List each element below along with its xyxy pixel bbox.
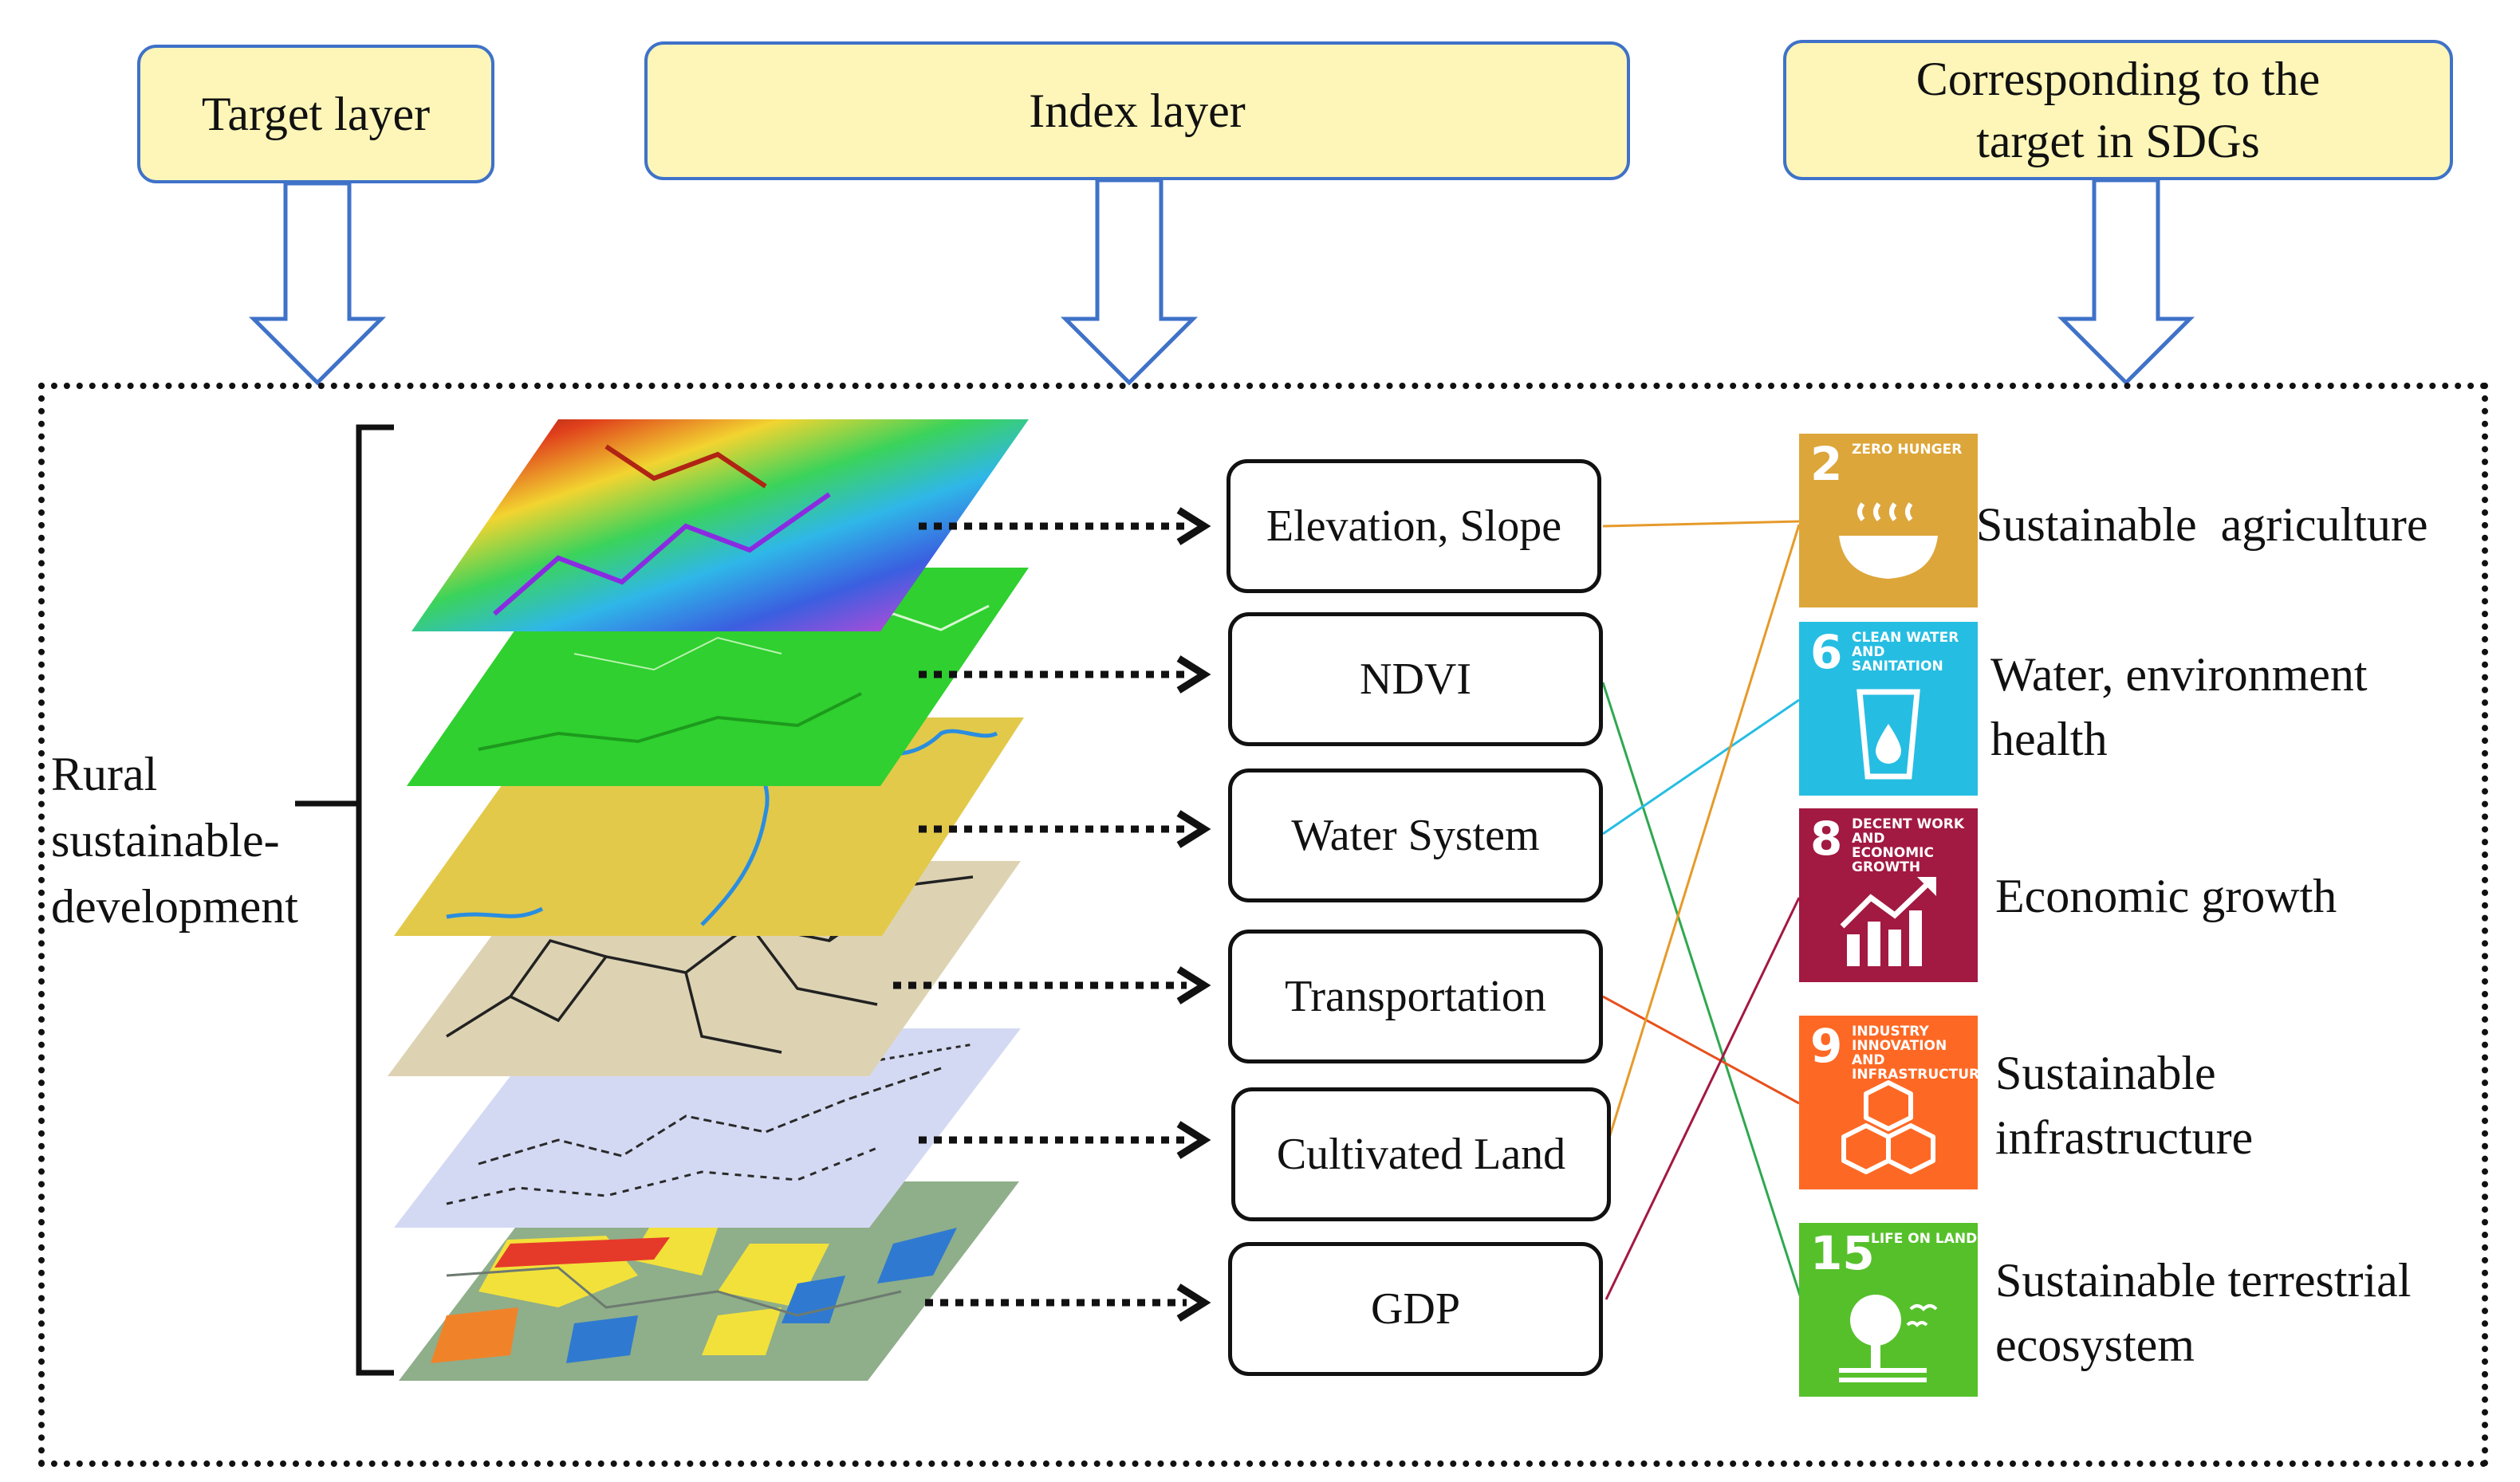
tree-icon [1839,1295,1938,1382]
goal-line1: Sustainable terrestrial [1995,1254,2412,1307]
arrow-head-icon [1176,655,1211,694]
goal-label-sustainable-terrestrial-ecosystem: Sustainable terrestrial ecosystem [1995,1248,2411,1378]
growth-chart-icon [1840,877,1936,966]
sdg-title: Life on land [1871,1231,1978,1247]
rural-label-line2: sustainable- [51,813,280,867]
sdg-number: 2 [1810,437,1843,491]
sdg-header-line2: target in SDGs [1976,115,2260,167]
goal-label-economic-growth: Economic growth [1995,864,2337,929]
index-label: GDP [1370,1284,1461,1334]
goal-line2: infrastructure [1995,1111,2254,1164]
goal-line1: Sustainable agriculture [1976,498,2428,551]
sdg-title: Clean water and sanitation [1852,630,1959,674]
sdg-tile-2: 2 Zero hunger [1799,434,1978,607]
sdg-target-header: Corresponding to the target in SDGs [1783,40,2453,180]
sdg-tile-15: 15 Life on land [1799,1223,1978,1397]
sdg-tile-6: 6 Clean water and sanitation [1799,622,1978,796]
index-label: Water System [1291,811,1540,860]
sdg-number: 6 [1810,625,1843,679]
bowl-icon [1839,502,1938,579]
arrow-head-icon [1176,507,1211,545]
sdg-title: Zero hunger [1852,442,1963,458]
target-layer-header: Target layer [137,45,494,183]
goal-line1: Sustainable [1995,1047,2216,1099]
gdp-map-layer [399,1181,1019,1381]
index-label: NDVI [1360,655,1471,704]
sdg-title: Decent work and economic growth [1852,816,1965,875]
cultivated-land-map-layer [394,1028,1021,1228]
down-arrow-icon [1060,178,1199,386]
sdg-header-line1: Corresponding to the [1916,53,2321,105]
index-label: Cultivated Land [1276,1130,1566,1179]
sdg-tile-9: 9 Industry innovation and infrastructure [1799,1016,1989,1189]
index-layer-label: Index layer [1029,85,1246,137]
diagram-frame [38,383,2488,1467]
index-box-transportation: Transportation [1228,930,1603,1063]
sdg-number: 15 [1810,1226,1875,1280]
index-label: Elevation, Slope [1266,501,1562,551]
goal-line2: health [1990,713,2108,765]
sdg-tile-8: 8 Decent work and economic growth [1799,808,1978,982]
goal-label-water-environment-health: Water, environment health [1990,643,2368,772]
arrow-head-icon [1176,810,1211,848]
arrow-head-icon [1176,966,1211,1004]
index-box-water-system: Water System [1228,769,1603,902]
cubes-icon [1841,1080,1935,1174]
index-box-elevation-slope: Elevation, Slope [1227,459,1601,593]
index-label: Transportation [1285,972,1546,1021]
rural-label-line3: development [51,879,298,933]
down-arrow-icon [248,181,387,386]
rural-sustainable-development-label: Rural sustainable- development [51,741,298,939]
goal-label-sustainable-infrastructure: Sustainable infrastructure [1995,1041,2253,1170]
goal-line1: Water, environment [1990,648,2368,701]
sdg-number: 8 [1810,812,1843,866]
arrow-head-icon [1176,1121,1211,1159]
index-box-cultivated-land: Cultivated Land [1231,1087,1611,1221]
goal-line2: ecosystem [1995,1319,2195,1371]
arrow-head-icon [1176,1283,1211,1322]
index-box-gdp: GDP [1228,1242,1603,1376]
target-layer-label: Target layer [201,88,431,140]
goal-label-sustainable-agriculture: Sustainable agriculture [1976,493,2427,557]
water-glass-icon [1857,689,1920,780]
goal-line1: Economic growth [1995,870,2337,922]
sdg-number: 9 [1810,1019,1843,1073]
elevation-map-layer [411,419,1029,631]
rural-label-line1: Rural [51,748,158,800]
down-arrow-icon [2057,178,2195,386]
sdg-title: Industry innovation and infrastructure [1852,1024,1989,1083]
index-box-ndvi: NDVI [1228,612,1603,746]
